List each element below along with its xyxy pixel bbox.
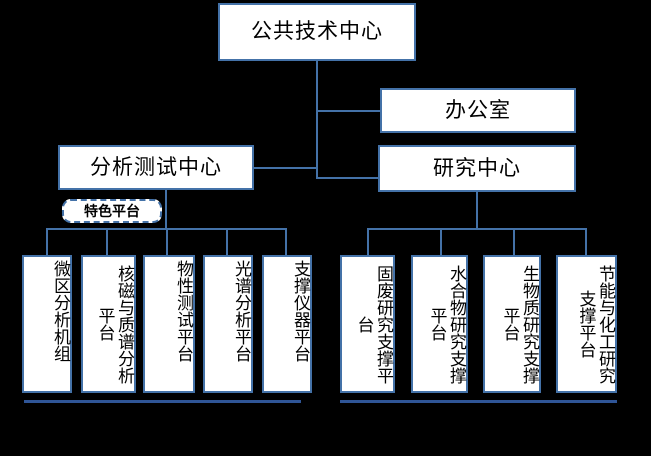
leaf-support-instrument-platform-label: 支撑仪器平台 [290, 260, 310, 362]
leaf-solid-waste-research-support-platform-label: 固废研究支撑平台 [353, 264, 393, 384]
connector-research-center-drop [476, 192, 478, 228]
node-office-label: 办公室 [445, 97, 511, 122]
leaf-nmr-mass-spectrometry-platform[interactable]: 核磁与质谱分析平台 [81, 255, 136, 393]
connector-analysis-center-drop [165, 190, 167, 228]
leaf-hydrate-research-support-platform-label: 水合物研究支撑平台 [426, 264, 466, 384]
leaf-solid-waste-research-support-platform[interactable]: 固废研究支撑平台 [340, 255, 395, 393]
connector-right-drop-4 [585, 228, 587, 256]
connector-left-drop-5 [285, 228, 287, 256]
baseline-left-group [24, 400, 301, 403]
leaf-hydrate-research-support-platform[interactable]: 水合物研究支撑平台 [411, 255, 468, 393]
connector-right-drop-3 [513, 228, 515, 256]
leaf-spectral-analysis-platform-label: 光谱分析平台 [231, 260, 251, 362]
node-root-label: 公共技术中心 [251, 19, 383, 44]
connector-left-drop-3 [166, 228, 168, 256]
leaf-nmr-mass-spectrometry-platform-label: 核磁与质谱分析平台 [94, 264, 134, 384]
connector-right-group-bus [367, 228, 587, 230]
node-root-public-technology-center[interactable]: 公共技术中心 [218, 3, 416, 61]
leaf-energy-saving-chemical-research-support-platform-label: 节能与化工研究支撑平台 [575, 264, 615, 384]
connector-right-drop-1 [367, 228, 369, 256]
connector-root-trunk [316, 61, 318, 179]
leaf-biomass-research-support-platform[interactable]: 生物质研究支撑平台 [483, 255, 541, 393]
node-analysis-testing-center-label: 分析测试中心 [90, 154, 222, 179]
connector-right-drop-2 [440, 228, 442, 256]
badge-featured-platform[interactable]: 特色平台 [62, 199, 162, 223]
connector-root-to-office [316, 110, 380, 112]
leaf-energy-saving-chemical-research-support-platform[interactable]: 节能与化工研究支撑平台 [556, 255, 617, 393]
leaf-biomass-research-support-platform-label: 生物质研究支撑平台 [499, 264, 539, 384]
leaf-physical-property-testing-platform-label: 物性测试平台 [173, 260, 193, 362]
node-analysis-testing-center[interactable]: 分析测试中心 [58, 145, 254, 190]
leaf-micro-area-analysis-unit[interactable]: 微区分析机组 [22, 255, 72, 393]
leaf-spectral-analysis-platform[interactable]: 光谱分析平台 [203, 255, 253, 393]
baseline-right-group [340, 400, 617, 403]
node-office[interactable]: 办公室 [380, 88, 576, 133]
connector-left-drop-4 [226, 228, 228, 256]
leaf-support-instrument-platform[interactable]: 支撑仪器平台 [262, 255, 312, 393]
leaf-physical-property-testing-platform[interactable]: 物性测试平台 [143, 255, 195, 393]
connector-root-to-research-center [316, 177, 380, 179]
node-research-center[interactable]: 研究中心 [378, 145, 576, 192]
connector-left-drop-1 [46, 228, 48, 256]
connector-root-to-analysis-center [252, 167, 318, 169]
leaf-micro-area-analysis-unit-label: 微区分析机组 [50, 260, 70, 362]
badge-featured-platform-label: 特色平台 [84, 204, 140, 220]
connector-left-drop-2 [106, 228, 108, 256]
node-research-center-label: 研究中心 [433, 155, 521, 180]
